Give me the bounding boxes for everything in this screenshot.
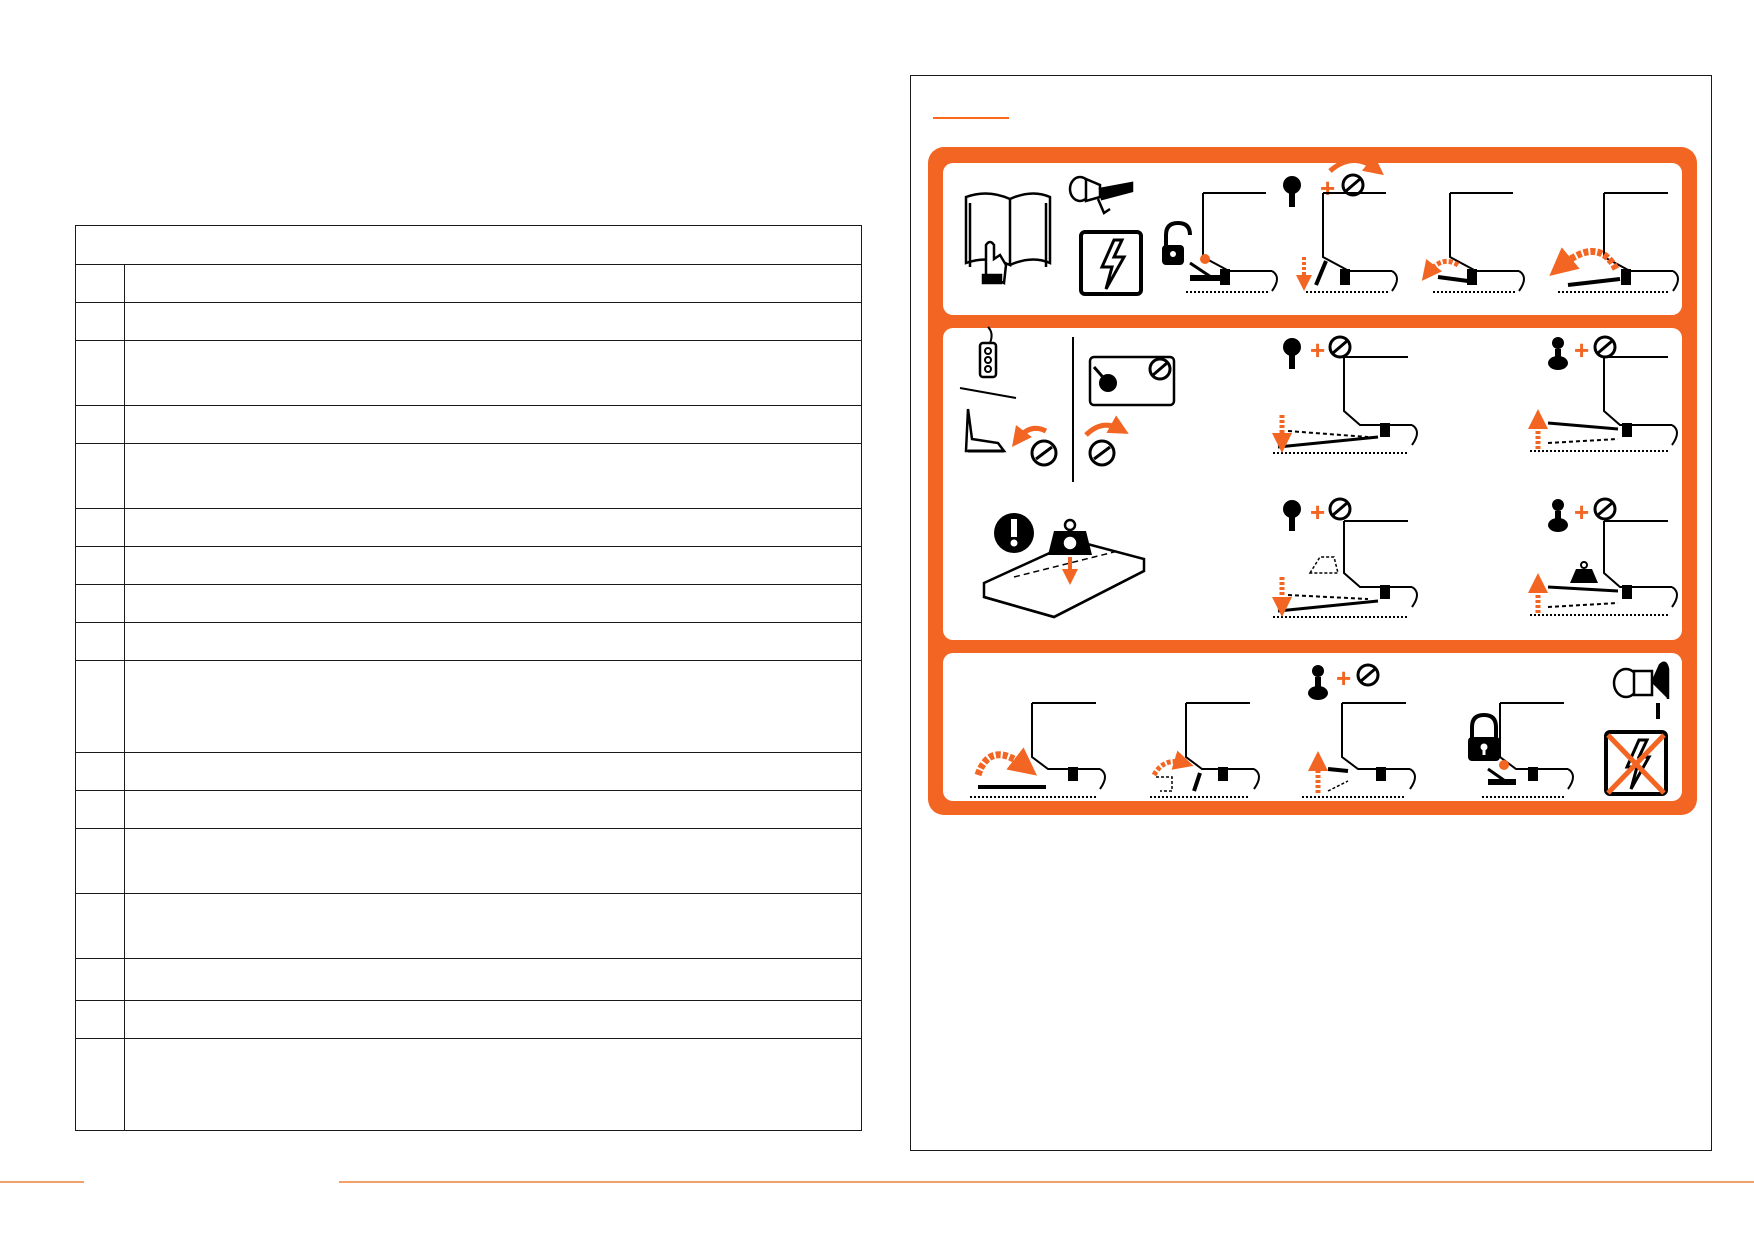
row-number xyxy=(75,893,125,959)
row-number xyxy=(75,508,125,547)
row-text xyxy=(124,1000,862,1039)
table-row xyxy=(75,1038,862,1131)
row-number xyxy=(75,302,125,341)
footer-rule-left xyxy=(0,1181,84,1183)
row-number xyxy=(75,828,125,894)
row-number xyxy=(75,584,125,623)
table-row xyxy=(75,264,862,303)
row-text xyxy=(124,405,862,444)
row-text xyxy=(124,302,862,341)
pictogram-panel xyxy=(910,75,1712,1151)
weight-load-icon xyxy=(982,518,1146,619)
row-number xyxy=(75,546,125,585)
table-row xyxy=(75,893,862,959)
row-number xyxy=(75,405,125,444)
row-text xyxy=(124,958,862,1001)
unlock-icon xyxy=(1162,220,1192,265)
row-text xyxy=(124,546,862,585)
svg-text:+: + xyxy=(1574,497,1589,527)
svg-text:+: + xyxy=(1574,335,1589,365)
table-row xyxy=(75,790,862,829)
row-number xyxy=(75,958,125,1001)
warning-icon xyxy=(994,513,1034,553)
row-text xyxy=(124,584,862,623)
dock-raise-icon: + xyxy=(1528,335,1678,452)
row-number xyxy=(75,1038,125,1131)
row-number xyxy=(75,622,125,661)
row-text xyxy=(124,340,862,406)
svg-text:+: + xyxy=(1310,497,1325,527)
table-row xyxy=(75,302,862,341)
row-number xyxy=(75,660,125,753)
operating-instructions-decal: + xyxy=(928,147,1697,815)
dock-step-lower-icon xyxy=(1186,192,1278,293)
dock-lip-retract-icon xyxy=(970,702,1106,798)
dock-stow-raise-icon: + xyxy=(1302,663,1416,798)
row-text xyxy=(124,1038,862,1131)
row-number xyxy=(75,340,125,406)
row-text xyxy=(124,264,862,303)
table-row xyxy=(75,752,862,791)
table-row xyxy=(75,546,862,585)
table-row xyxy=(75,622,862,661)
table-row xyxy=(75,405,862,444)
dock-lower-loaded-icon: + xyxy=(1272,497,1418,618)
table-row xyxy=(75,443,862,509)
row-text xyxy=(124,660,862,753)
lock-icon xyxy=(1468,712,1500,761)
control-panel-icon xyxy=(1084,355,1176,467)
row-text xyxy=(124,622,862,661)
row-text xyxy=(124,893,862,959)
table-header-row xyxy=(75,225,862,265)
row-number xyxy=(75,1000,125,1039)
dock-lip-stow-icon xyxy=(1150,702,1260,798)
table-row xyxy=(75,660,862,753)
row-number xyxy=(75,790,125,829)
dock-raise-loaded-icon: + xyxy=(1528,497,1678,616)
row-number xyxy=(75,443,125,509)
control-box-icon xyxy=(978,326,998,379)
table-row xyxy=(75,584,862,623)
row-number xyxy=(75,264,125,303)
row-text xyxy=(124,752,862,791)
manual-book-icon xyxy=(964,192,1052,285)
table-header xyxy=(75,225,862,265)
svg-text:+: + xyxy=(1336,663,1351,693)
table-row xyxy=(75,508,862,547)
steps-table xyxy=(75,225,862,1131)
dock-locked-icon xyxy=(1482,702,1574,798)
power-on-icon xyxy=(1079,230,1143,296)
svg-text:+: + xyxy=(1310,335,1325,365)
power-off-icon xyxy=(1604,730,1668,796)
row-number xyxy=(75,752,125,791)
dock-stow-lower-icon xyxy=(1549,192,1679,293)
table-row xyxy=(75,340,862,406)
foot-pedal-icon xyxy=(964,408,1058,467)
dock-step-lip-fold-icon xyxy=(1421,192,1525,293)
table-body xyxy=(75,264,862,1131)
dock-step-lip-out-icon xyxy=(1296,192,1398,293)
row-text xyxy=(124,443,862,509)
table-row xyxy=(75,828,862,894)
decal-panel-3 xyxy=(943,653,1682,801)
heading-rule xyxy=(933,117,1009,119)
row-text xyxy=(124,828,862,894)
dock-lower-icon: + xyxy=(1272,335,1418,454)
key-off-icon xyxy=(1612,661,1670,719)
row-text xyxy=(124,508,862,547)
table-row xyxy=(75,1000,862,1039)
table-row xyxy=(75,958,862,1001)
divider-diagonal xyxy=(959,387,1017,399)
footer-rule-right xyxy=(339,1181,1754,1183)
row-text xyxy=(124,790,862,829)
key-switch-icon xyxy=(1068,175,1134,215)
